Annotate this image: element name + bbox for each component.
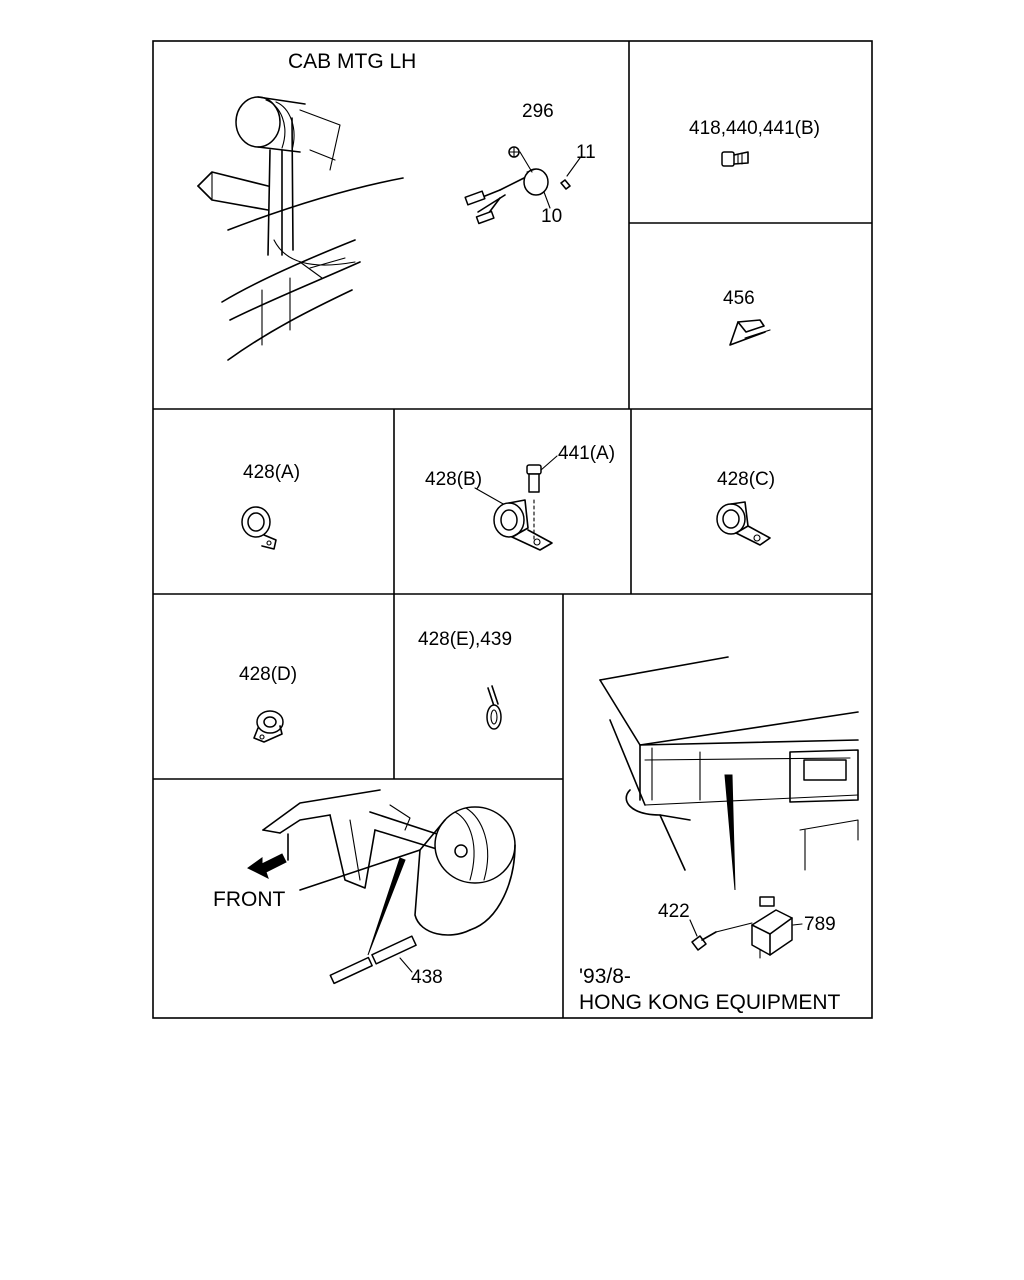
front-arrow-icon bbox=[247, 853, 287, 879]
diagram-grid bbox=[152, 40, 873, 1019]
callout-428b: 428(B) bbox=[425, 469, 482, 490]
cab-frame-drawing bbox=[197, 96, 404, 361]
callout-428d: 428(D) bbox=[239, 664, 297, 685]
cab-interior-drawing bbox=[599, 656, 859, 891]
clip-e-drawing bbox=[486, 685, 502, 730]
panel-clip-d: 428(D) bbox=[239, 664, 297, 743]
callout-456: 456 bbox=[723, 288, 755, 309]
front-label: FRONT bbox=[213, 888, 285, 911]
hong-kong-equipment-note: HONG KONG EQUIPMENT bbox=[579, 991, 841, 1014]
pin-clip-drawing bbox=[729, 319, 771, 346]
callout-438: 438 bbox=[411, 967, 443, 988]
panel-cab-mtg: CAB MTG LH bbox=[197, 50, 596, 361]
screw-422-drawing bbox=[689, 919, 753, 951]
clip-c-drawing bbox=[716, 501, 771, 546]
clip-a-drawing bbox=[241, 506, 277, 550]
tank-drawing bbox=[262, 789, 516, 985]
callout-428a: 428(A) bbox=[243, 462, 300, 483]
callout-789: 789 bbox=[804, 914, 836, 935]
panel-clip-a: 428(A) bbox=[241, 462, 300, 550]
panel-tank: FRONT 438 bbox=[213, 789, 516, 988]
panel-clip-c: 428(C) bbox=[716, 469, 775, 546]
cab-mtg-title: CAB MTG LH bbox=[288, 50, 416, 73]
callout-10: 10 bbox=[541, 206, 562, 227]
panel-hong-kong: 422 789 '93/8- HONG KONG EQUIPMENT bbox=[579, 656, 859, 1014]
panel-clip-e: 428(E),439 bbox=[418, 629, 512, 730]
panel-bolt-set: 418,440,441(B) bbox=[689, 118, 820, 167]
clip-b-drawing bbox=[474, 455, 558, 551]
bolt-drawing bbox=[721, 151, 749, 167]
callout-418-440-441b: 418,440,441(B) bbox=[689, 118, 820, 139]
panel-pin-clip: 456 bbox=[723, 288, 771, 346]
callout-441a: 441(A) bbox=[558, 443, 615, 464]
relay-drawing bbox=[751, 896, 803, 959]
callout-428c: 428(C) bbox=[717, 469, 775, 490]
callout-428e-439: 428(E),439 bbox=[418, 629, 512, 650]
callout-11: 11 bbox=[576, 142, 596, 163]
sensor-assembly-drawing bbox=[464, 146, 581, 225]
callout-296: 296 bbox=[522, 101, 554, 122]
callout-422: 422 bbox=[658, 901, 690, 922]
clip-d-drawing bbox=[253, 710, 284, 743]
panel-clip-b: 428(B) 441(A) bbox=[425, 443, 615, 551]
hong-kong-date-note: '93/8- bbox=[579, 965, 631, 988]
